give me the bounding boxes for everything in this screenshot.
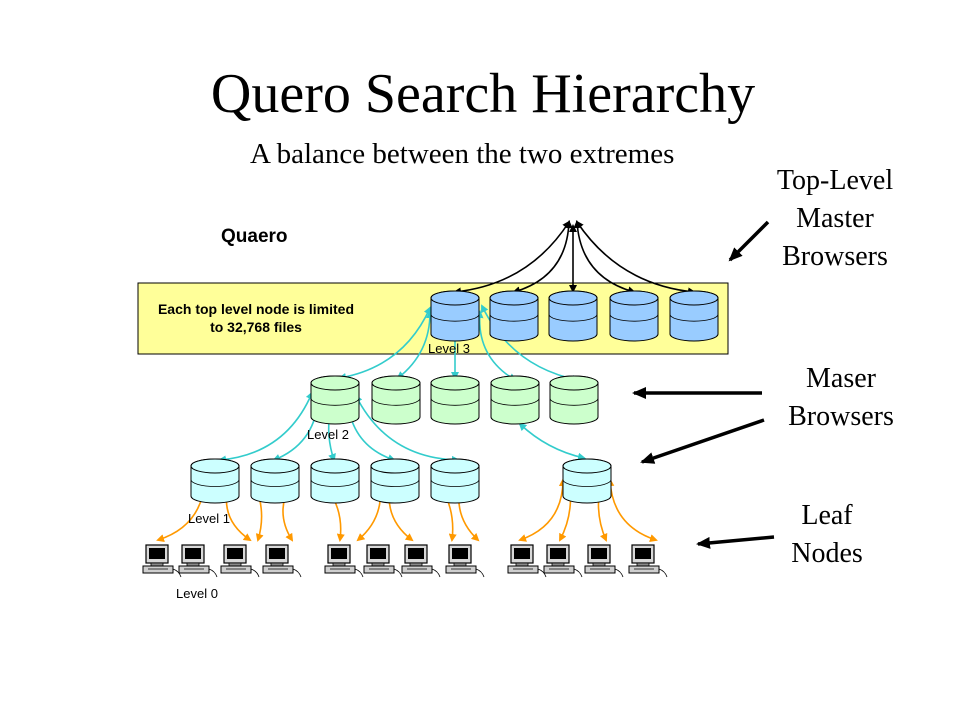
top-level-link-arrow: [512, 220, 573, 295]
leaf-nodes-label: Leaf Nodes: [752, 497, 902, 573]
leaf-computer-icon: [142, 544, 182, 578]
label-line: Maser: [806, 363, 876, 394]
level-1-node: [370, 458, 420, 504]
level-3-node: [548, 290, 598, 342]
level-3-node: [669, 290, 719, 342]
label-line: Leaf: [801, 500, 853, 531]
level-0-label: Level 0: [176, 586, 218, 601]
master-browsers-label: Maser Browsers: [766, 360, 916, 436]
level-3-node: [430, 290, 480, 342]
leaf-computer-icon: [262, 544, 302, 578]
level1-link-arrow: [218, 391, 314, 464]
top-level-link-arrow: [575, 220, 696, 296]
label-line: Browsers: [782, 241, 888, 272]
level-1-node: [562, 458, 612, 504]
level-2-node: [490, 375, 540, 425]
level-1-node: [250, 458, 300, 504]
level-3-label: Level 3: [428, 341, 470, 356]
level-2-node: [549, 375, 599, 425]
level-2-node: [430, 375, 480, 425]
leaf-computers: [142, 544, 668, 578]
level1-link-arrow: [355, 394, 460, 464]
label-line: Browsers: [788, 401, 894, 432]
level-1-node: [310, 458, 360, 504]
leaf-computer-icon: [628, 544, 668, 578]
quaero-label: Quaero: [221, 226, 288, 247]
slide-title: Quero Search Hierarchy: [210, 63, 756, 125]
leaf-computer-icon: [543, 544, 583, 578]
leaf-link-arrow: [606, 478, 658, 542]
nodes-layer: [190, 290, 719, 504]
top-level-pointer-arrow: [728, 220, 770, 262]
limit-note-line: to 32,768 files: [210, 319, 302, 335]
level-1-node: [430, 458, 480, 504]
label-line: Top-Level: [776, 165, 894, 196]
leaf-computer-icon: [363, 544, 403, 578]
leaf-computer-icon: [445, 544, 485, 578]
leaf-computer-icon: [220, 544, 260, 578]
leaf-computer-icon: [507, 544, 547, 578]
leaf-computer-icon: [178, 544, 218, 578]
label-line: Master: [796, 203, 874, 234]
level-1-label: Level 1: [188, 511, 230, 526]
leaf-link-arrow: [518, 478, 567, 542]
level-3-node: [489, 290, 539, 342]
leaf-pointer-arrow: [696, 535, 775, 549]
slide-subtitle: A balance between the two extremes: [250, 138, 675, 170]
level-2-node: [310, 375, 360, 425]
limit-note-line: Each top level node is limited: [158, 301, 354, 317]
leaf-computer-icon: [324, 544, 364, 578]
level-2-node: [371, 375, 421, 425]
top-level-link-arrow: [453, 220, 571, 296]
master-pointer-arrow: [640, 418, 765, 464]
leaf-computer-icon: [401, 544, 441, 578]
level1-link-arrow: [518, 422, 586, 461]
top-level-master-browsers-label: Top-Level Master Browsers: [760, 162, 910, 276]
level-2-label: Level 2: [307, 427, 349, 442]
level-3-node: [609, 290, 659, 342]
level2-link-arrow: [396, 310, 435, 380]
label-line: Nodes: [791, 538, 863, 569]
level-1-node: [190, 458, 240, 504]
leaf-computer-icon: [584, 544, 624, 578]
